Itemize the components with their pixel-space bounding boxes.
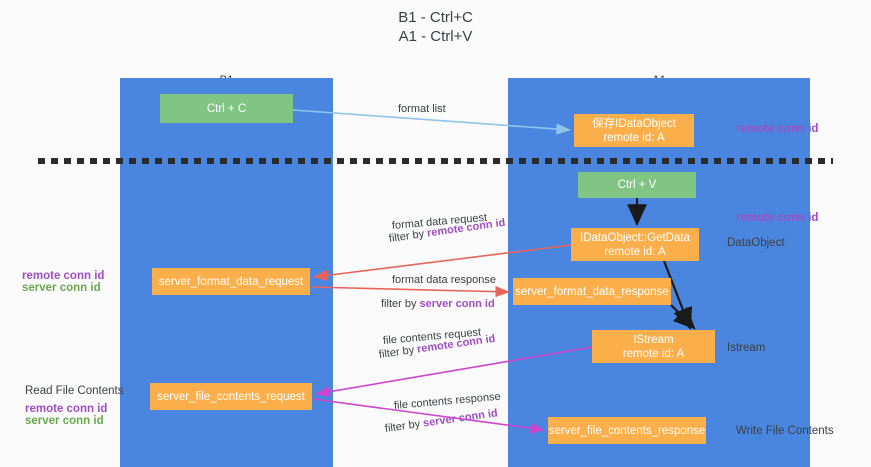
filter-prefix: filter by [388, 227, 428, 245]
filter-key-server-conn-id: server conn id [422, 407, 499, 430]
title-line-2: A1 - Ctrl+V [398, 28, 473, 45]
label-right-write-file-contents: Write File Contents [736, 425, 834, 437]
node-ctrl-c-label: Ctrl + C [206, 102, 247, 115]
node-server-file-contents-request-label: server_file_contents_request [157, 390, 305, 403]
filter-prefix: filter by [378, 343, 418, 361]
label-left-read-file-contents: Read File Contents [25, 385, 124, 397]
edge-label-format-data-response-text: format data response [392, 274, 496, 286]
node-ctrl-c[interactable]: Ctrl + C [160, 94, 293, 123]
page-title: B1 - Ctrl+C A1 - Ctrl+V [0, 8, 871, 46]
node-istream[interactable]: IStream remote id: A [592, 330, 715, 363]
node-idataobject-getdata[interactable]: IDataObject::GetData remote id: A [571, 228, 699, 261]
filter-prefix: filter by [381, 298, 420, 310]
edge-label-format-data-response: format data response [392, 273, 496, 287]
title-line-1: B1 - Ctrl+C [398, 9, 473, 26]
filter-prefix: filter by [384, 417, 424, 435]
label-right-istream: Istream [727, 342, 766, 354]
label-right-remote-conn-id-top: remote conn id [736, 123, 819, 135]
label-left-remote-conn-id-bottom: remote conn id [25, 403, 108, 415]
node-ctrl-v-label: Ctrl + V [617, 179, 657, 191]
node-server-format-data-response[interactable]: server_format_data_response [513, 278, 671, 305]
node-server-file-contents-request[interactable]: server_file_contents_request [150, 383, 312, 410]
label-left-remote-conn-id-mid: remote conn id [22, 270, 105, 282]
edge-label-format-list-text: format list [398, 103, 446, 115]
label-right-dataobject: DataObject [727, 237, 785, 249]
node-istream-sub: remote id: A [622, 347, 685, 360]
label-left-server-conn-id-mid: server conn id [22, 282, 101, 294]
node-server-file-contents-response-label: server_file_contents_response [548, 424, 706, 437]
label-right-remote-conn-id-mid: remote conn id [736, 212, 819, 224]
node-save-idataobject[interactable]: 保存IDataObject remote id: A [574, 114, 694, 147]
node-server-format-data-request-label: server_format_data_request [158, 275, 304, 288]
node-save-idataobject-label: 保存IDataObject [592, 117, 676, 130]
label-left-server-conn-id-bottom: server conn id [25, 415, 104, 427]
node-idataobject-getdata-sub: remote id: A [604, 245, 666, 258]
node-server-format-data-request[interactable]: server_format_data_request [152, 268, 310, 295]
edge-label-format-data-response-filter: filter by server conn id [381, 297, 495, 311]
node-ctrl-v[interactable]: Ctrl + V [578, 172, 696, 198]
node-idataobject-getdata-label: IDataObject::GetData [580, 231, 690, 244]
phase-divider [38, 158, 833, 164]
edge-label-format-list: format list [398, 102, 446, 116]
filter-key-server-conn-id: server conn id [419, 298, 495, 310]
arrow-format-data-response [310, 286, 510, 298]
node-save-idataobject-sub: remote id: A [603, 131, 665, 144]
node-server-format-data-response-label: server_format_data_response [515, 285, 669, 298]
node-server-file-contents-response[interactable]: server_file_contents_response [548, 417, 706, 444]
node-istream-label: IStream [633, 333, 674, 346]
